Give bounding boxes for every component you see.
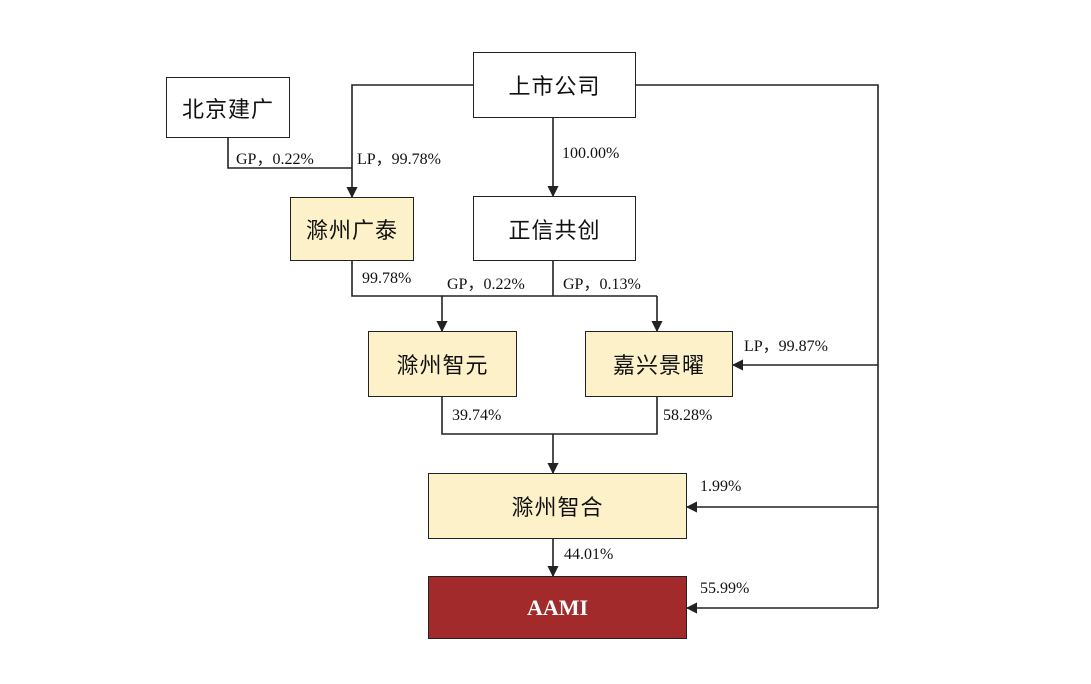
label-listed-to-aami: 55.99% (700, 580, 750, 597)
node-beijing-jianguang: 北京建广 (166, 77, 290, 138)
label-listed-to-zhengxin: 100.00% (562, 145, 620, 162)
label-listed-to-jingyao: LP，99.87% (744, 338, 829, 355)
node-zhengxin-gongchuang: 正信共创 (473, 196, 636, 261)
label-guangtai-to-zhiyuan: 99.78% (362, 270, 412, 287)
node-chuzhou-zhiyuan: 滁州智元 (368, 331, 517, 397)
edge-listed-to-guangtai (346, 84, 473, 199)
edge-beijing-to-guangtai (227, 138, 352, 169)
edge-zhiyuan-to-merge (441, 397, 553, 435)
node-chuzhou-zhihe: 滁州智合 (428, 473, 687, 539)
node-jiaxing-jingyao: 嘉兴景曜 (585, 331, 733, 397)
label-listed-to-zhihe: 1.99% (700, 478, 742, 495)
label-zhengxin-to-jingyao: GP，0.13% (563, 276, 641, 293)
label-beijing-to-guangtai: GP，0.22% (236, 151, 314, 168)
node-aami: AAMI (428, 576, 687, 639)
node-listed-company: 上市公司 (473, 52, 636, 118)
label-zhengxin-to-zhiyuan: GP，0.22% (447, 276, 525, 293)
edge-guangtai-to-zhiyuan (351, 261, 448, 333)
label-jingyao-to-zhihe: 58.28% (663, 407, 713, 424)
label-listed-to-guangtai: LP，99.78% (357, 151, 442, 168)
label-zhihe-to-aami: 44.01% (564, 546, 614, 563)
edge-jingyao-to-merge (553, 397, 658, 435)
node-chuzhou-guangtai: 滁州广泰 (290, 197, 414, 261)
edge-listed-trunk (636, 84, 879, 608)
label-zhiyuan-to-zhihe: 39.74% (452, 407, 502, 424)
